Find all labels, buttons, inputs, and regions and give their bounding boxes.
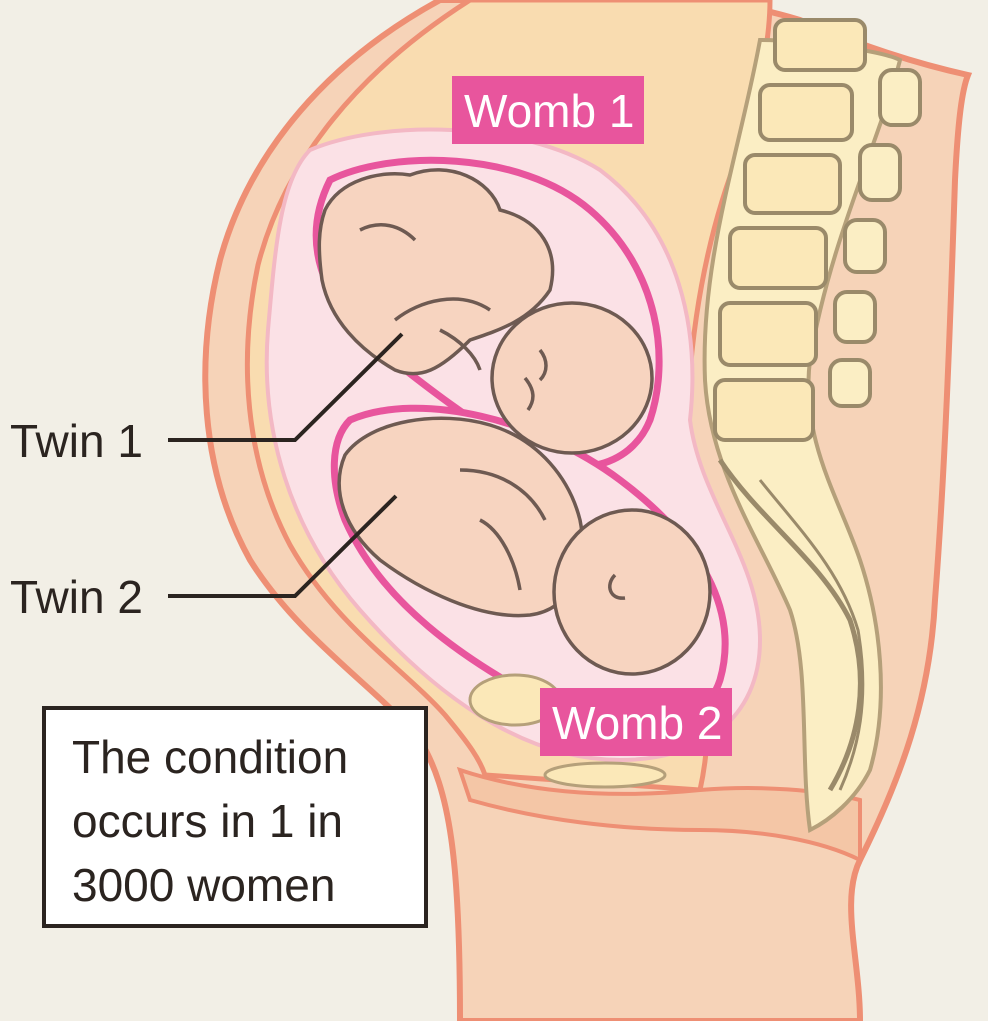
twin-2-fetus [337,416,712,676]
sacrum [717,458,863,792]
sacrum-inner [758,479,865,791]
spinal-processes [828,68,922,408]
twin-1-fetus [317,168,654,455]
twin-2-label: Twin 2 [10,571,143,623]
twin-2-leader-line [168,494,398,598]
womb-1-tag: Womb 1 [452,76,645,144]
pubic-bone [543,761,667,789]
statistic-callout-box: The condition occurs in 1 in 3000 women [42,706,428,928]
statistic-line-3: 3000 women [72,859,336,911]
statistic-line-2: occurs in 1 in [72,795,344,847]
twin-1-label: Twin 1 [10,415,143,467]
womb-2-tag: Womb 2 [540,688,733,756]
twin-1-leader-line [168,332,404,442]
statistic-line-1: The condition [72,731,349,783]
vertebrae [713,18,867,442]
pelvic-floor [456,766,862,864]
